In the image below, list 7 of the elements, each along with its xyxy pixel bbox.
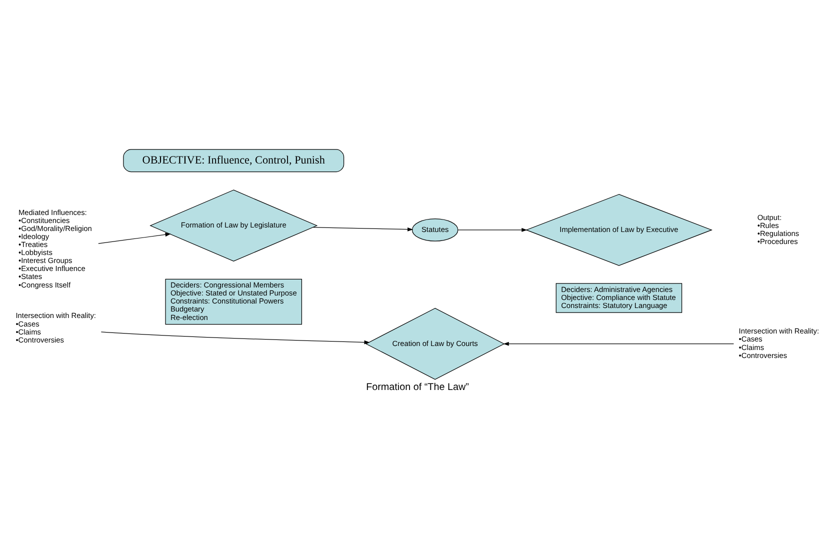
arrow — [98, 232, 171, 244]
caption: Formation of “The Law” — [366, 381, 469, 392]
arrow — [100, 331, 370, 344]
arrow — [458, 228, 528, 232]
arrow — [312, 226, 414, 231]
arrow — [503, 341, 734, 346]
node-box: OBJECTIVE: Influence, Control, Punish — [123, 148, 344, 172]
